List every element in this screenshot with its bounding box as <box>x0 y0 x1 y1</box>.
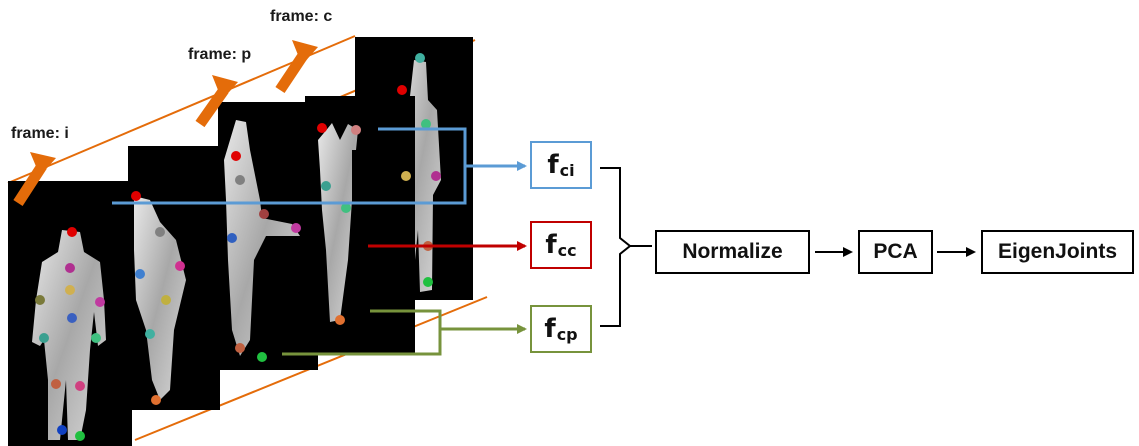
feature-subscript: cp <box>556 324 578 344</box>
frame-label-c: frame: c <box>270 8 333 25</box>
time-arrow-p <box>195 75 238 128</box>
connector-fci <box>112 127 527 205</box>
feature-subscript: cc <box>557 240 577 260</box>
frame-label-p: frame: p <box>188 46 252 63</box>
feature-symbol: f <box>544 314 556 344</box>
feature-brace <box>600 167 632 327</box>
normalize-box: Normalize <box>655 230 810 274</box>
depth-frame-p-back <box>305 96 415 354</box>
feature-symbol: f <box>547 150 559 180</box>
feature-symbol: f <box>545 230 557 260</box>
frame-label-i: frame: i <box>11 125 69 142</box>
time-arrow-i <box>13 152 56 206</box>
feature-subscript: ci <box>559 160 575 180</box>
time-arrow-c <box>275 40 318 94</box>
depth-frame-mid <box>128 146 220 410</box>
pca-box: PCA <box>858 230 933 274</box>
skeleton-joints <box>35 53 441 441</box>
eigenjoints-box: EigenJoints <box>981 230 1134 274</box>
connector-fcp <box>282 309 527 356</box>
